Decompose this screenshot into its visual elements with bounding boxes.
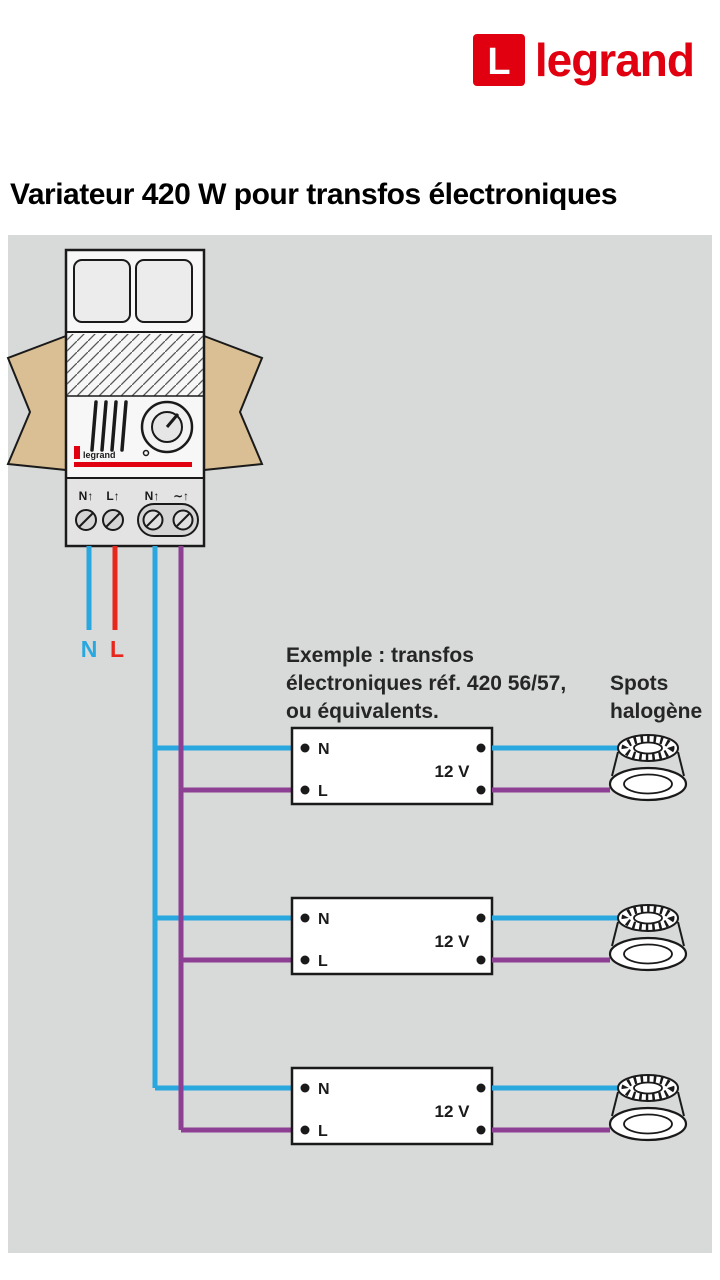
legrand-logo-icon: L: [472, 34, 525, 86]
logo-letter: L: [487, 41, 510, 83]
supply-wires: N L: [81, 546, 124, 662]
terminal-label-n-out: N↑: [145, 489, 160, 503]
halogen-spot-icon: [608, 734, 688, 802]
transformer-box: [290, 896, 494, 976]
dimmer-button-right: [135, 259, 193, 323]
halogen-spot-icon: [608, 904, 688, 972]
screw-slot: [176, 513, 190, 527]
brand-stripe: [74, 462, 192, 467]
transformer-voltage: 12 V: [435, 932, 471, 951]
example-note-line1: Exemple : transfos: [286, 644, 474, 667]
logo-wordmark: legrand: [534, 34, 695, 86]
terminal-dot-n: [300, 1083, 310, 1093]
distribution-wires: [152, 546, 292, 1133]
dimmer-module: legrand N↑ L↑ N↑ ∼↑: [64, 248, 206, 548]
terminal-label-l: L↑: [106, 489, 119, 503]
transformer-n-label: N: [318, 1081, 330, 1098]
transformer-n-label: N: [318, 911, 330, 928]
logo-square: [472, 34, 525, 86]
transformer-row-3: N L 12 V: [290, 1066, 688, 1146]
spots-label-line1: Spots: [610, 672, 668, 695]
legrand-logo: L legrand: [472, 34, 695, 86]
transformer-row-1: N L 12 V: [290, 726, 688, 806]
vent-slots-icon: [90, 400, 128, 452]
dimmer-hatched-area: [67, 334, 203, 396]
transformer-row-2: N L 12 V: [290, 896, 688, 976]
screw-slot: [78, 512, 94, 528]
terminal-strip: N↑ L↑ N↑ ∼↑: [66, 477, 204, 545]
dial-min-mark: [142, 449, 150, 457]
transformer-l-label: L: [318, 783, 328, 800]
terminal-dot-n: [300, 743, 310, 753]
dimmer-dial: [140, 400, 194, 457]
terminal-label-load: ∼↑: [173, 489, 189, 503]
spots-label-line2: halogène: [610, 700, 702, 723]
transformer-n-label: N: [318, 741, 330, 758]
brand-bar-icon: [74, 446, 80, 459]
transformer-l-label: L: [318, 1123, 328, 1140]
terminal-dot-out1: [476, 743, 486, 753]
terminal-dot-out1: [476, 1083, 486, 1093]
transformer-box: [290, 726, 494, 806]
transformer-l-label: L: [318, 953, 328, 970]
terminal-dot-out1: [476, 913, 486, 923]
example-note-line2: électroniques réf. 420 56/57,: [286, 672, 566, 695]
brand-mini-word: legrand: [83, 450, 116, 460]
screw-slot: [105, 512, 121, 528]
dimmer-button-left: [73, 259, 131, 323]
terminal-dot-out2: [476, 955, 486, 965]
dial-pointer: [165, 413, 180, 428]
transformer-voltage: 12 V: [435, 762, 471, 781]
supply-label-n: N: [81, 636, 98, 662]
terminal-dot-l: [300, 955, 310, 965]
terminal-dot-l: [300, 1125, 310, 1135]
terminal-dot-out2: [476, 1125, 486, 1135]
screw-slot: [146, 513, 160, 527]
dimmer-branding: legrand: [74, 446, 192, 467]
halogen-spot-icon: [608, 1074, 688, 1142]
transformer-box: [290, 1066, 494, 1146]
supply-label-l: L: [110, 636, 124, 662]
transformer-voltage: 12 V: [435, 1102, 471, 1121]
example-note-line3: ou équivalents.: [286, 700, 439, 723]
annotations: Exemple : transfos électroniques réf. 42…: [286, 644, 702, 723]
page-title: Variateur 420 W pour transfos électroniq…: [10, 178, 618, 212]
terminal-dot-n: [300, 913, 310, 923]
terminal-dot-out2: [476, 785, 486, 795]
terminal-label-n: N↑: [79, 489, 94, 503]
terminal-dot-l: [300, 785, 310, 795]
